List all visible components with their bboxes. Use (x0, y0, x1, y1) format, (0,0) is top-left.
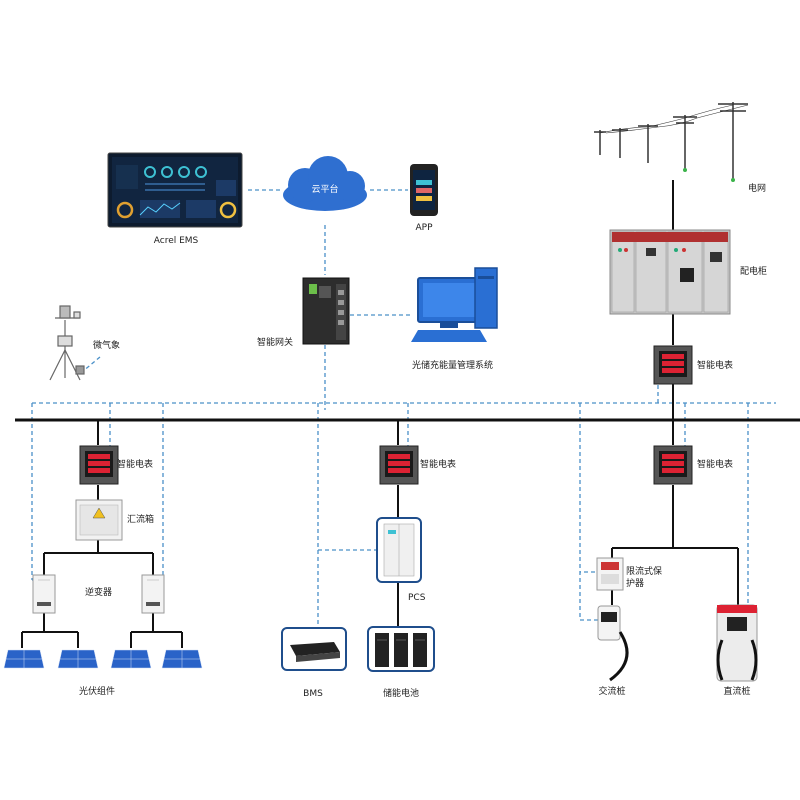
grid-power-poles-icon (594, 102, 749, 180)
dc-charger-icon[interactable] (716, 604, 758, 682)
bms-icon[interactable] (281, 627, 347, 671)
grid-node-dot (731, 178, 735, 182)
label-grid: 电网 (748, 184, 767, 194)
computer-icon[interactable] (411, 267, 498, 342)
grid-node-dot (683, 168, 687, 172)
label-management-system: 光储充能量管理系统 (412, 361, 494, 371)
label-pcs: PCS (408, 593, 426, 603)
pcs-icon[interactable] (376, 517, 422, 583)
label-smart-meter-grid: 智能电表 (697, 361, 734, 371)
label-distribution-cabinet: 配电柜 (740, 267, 768, 277)
acrel-ems-dashboard[interactable] (107, 152, 243, 228)
ac-charger-icon[interactable] (597, 605, 629, 682)
label-combiner-box: 汇流箱 (127, 515, 155, 525)
label-smart-gateway: 智能网关 (257, 338, 294, 348)
label-smart-meter-pv: 智能电表 (117, 460, 154, 470)
power-lines (15, 180, 800, 648)
solar-panel-icon (110, 649, 152, 669)
distribution-cabinet-icon[interactable] (609, 229, 731, 315)
label-inverter: 逆变器 (85, 588, 113, 598)
solar-panel-icon (3, 649, 45, 669)
label-dc-charger: 直流桩 (723, 687, 751, 697)
label-smart-meter-storage: 智能电表 (420, 460, 457, 470)
cloud-platform-icon[interactable] (283, 156, 367, 211)
communication-lines (31, 189, 776, 651)
weather-station-icon (49, 305, 85, 381)
label-bms: BMS (303, 689, 323, 699)
label-ac-charger: 交流桩 (598, 687, 626, 697)
app-phone-icon[interactable] (410, 164, 438, 216)
label-storage-battery: 储能电池 (382, 689, 420, 699)
combiner-box-icon[interactable] (75, 499, 123, 541)
label-pv-module: 光伏组件 (78, 687, 116, 697)
label-current-limit-protector: 限流式保护器 (626, 567, 663, 589)
label-cloud: 云平台 (311, 185, 339, 195)
current-limit-protector-icon[interactable] (596, 557, 624, 591)
smart-meter-pv[interactable] (79, 445, 119, 485)
solar-panel-icon (57, 649, 99, 669)
label-weather: 微气象 (93, 341, 121, 351)
solar-panel-icon (161, 649, 203, 669)
smart-gateway-icon[interactable] (302, 277, 350, 345)
smart-meter-grid[interactable] (653, 345, 693, 385)
inverter-left-icon[interactable] (32, 574, 56, 614)
label-acrel-ems: Acrel EMS (153, 236, 199, 246)
smart-meter-storage[interactable] (379, 445, 419, 485)
inverter-right-icon[interactable] (141, 574, 165, 614)
storage-battery-icon[interactable] (367, 626, 435, 672)
smart-meter-charging[interactable] (653, 445, 693, 485)
label-app: APP (415, 223, 433, 233)
label-smart-meter-charging: 智能电表 (697, 460, 734, 470)
